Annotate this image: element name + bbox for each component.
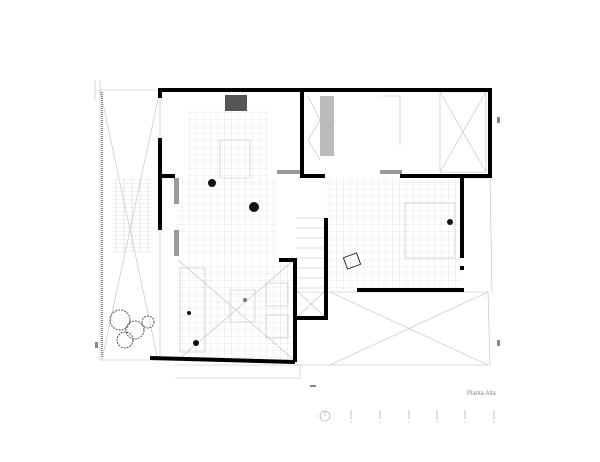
scale-tick-label: 3 bbox=[436, 420, 438, 424]
scale-tick-label: 4 bbox=[464, 420, 466, 424]
plan-title: Planta Alta bbox=[467, 391, 496, 397]
tiled-floors bbox=[112, 110, 461, 360]
scale-tick-label: 1 bbox=[379, 420, 381, 424]
section-markers bbox=[95, 117, 500, 387]
tree-icon bbox=[109, 309, 155, 349]
people-figures bbox=[187, 179, 453, 346]
scale-tick-label: 2 bbox=[408, 420, 410, 424]
walls bbox=[149, 88, 492, 364]
scale-tick-label: 0 bbox=[350, 420, 352, 424]
scale-bar bbox=[319, 410, 495, 422]
armchair bbox=[342, 252, 362, 270]
partitions bbox=[174, 95, 402, 256]
scale-tick-label: 5 bbox=[493, 420, 495, 424]
